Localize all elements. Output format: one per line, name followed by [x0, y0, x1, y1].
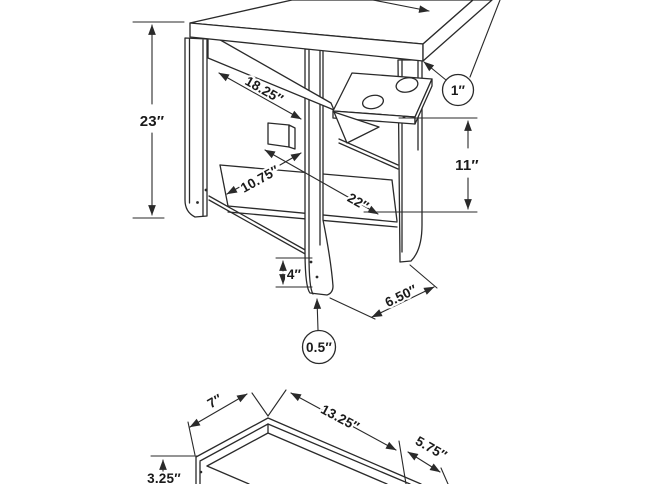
tray-stop-bracket — [267, 122, 296, 150]
dim-tray-end: 5.75″ — [407, 431, 452, 484]
dim-foot-pad-label: 0.5″ — [306, 340, 332, 355]
dim-foot-height: 4″ — [275, 257, 313, 288]
dim-opening: 10.75″ — [226, 152, 302, 198]
dim-tray-to-shelf-label: 11″ — [455, 157, 479, 174]
dim-leg-span-label: 6.50″ — [383, 282, 420, 310]
table-top — [189, 0, 493, 62]
balloon-circle — [441, 73, 475, 107]
tray-bracket — [333, 111, 380, 144]
screw-hole-dot — [199, 470, 203, 474]
dim-shelf-label: 22″ — [345, 190, 372, 214]
table-stretcher-rail — [208, 195, 308, 256]
dim-foot-pad: 0.5″ — [301, 298, 337, 365]
dim-tray-height: 3.25″ — [145, 455, 198, 484]
tray-drawing: 7″ 13.25″ 5.75″ 3.25″ — [145, 389, 452, 484]
cup-hole-right — [395, 77, 419, 93]
dim-tray-length: 13.25″ — [267, 389, 407, 484]
dim-top-thickness-label: 1″ — [451, 83, 466, 98]
dim-leg-span: 6.50″ — [329, 264, 438, 320]
cup-hole-left — [361, 94, 385, 110]
dim-tray-height-label: 3.25″ — [147, 471, 181, 484]
dim-tray-length-label: 13.25″ — [318, 402, 362, 435]
balloon-circle — [301, 329, 337, 365]
dim-top-thickness: 1″ — [423, 0, 501, 107]
tray-outline — [195, 417, 422, 484]
screw-hole-dots — [196, 115, 406, 279]
tray-arm — [338, 138, 399, 166]
dim-height-label: 23″ — [140, 113, 164, 130]
dim-height: 23″ — [132, 21, 185, 219]
table-drawing: 23″ 18.25″ 1″ 11″ 10.75″ — [132, 0, 501, 365]
table-back-left-leg — [184, 37, 208, 218]
cropped-top-dimension — [372, 0, 430, 13]
dim-foot-height-label: 4″ — [287, 267, 302, 282]
cup-holder-tray — [332, 72, 433, 170]
dim-tray-to-shelf: 11″ — [363, 117, 481, 213]
